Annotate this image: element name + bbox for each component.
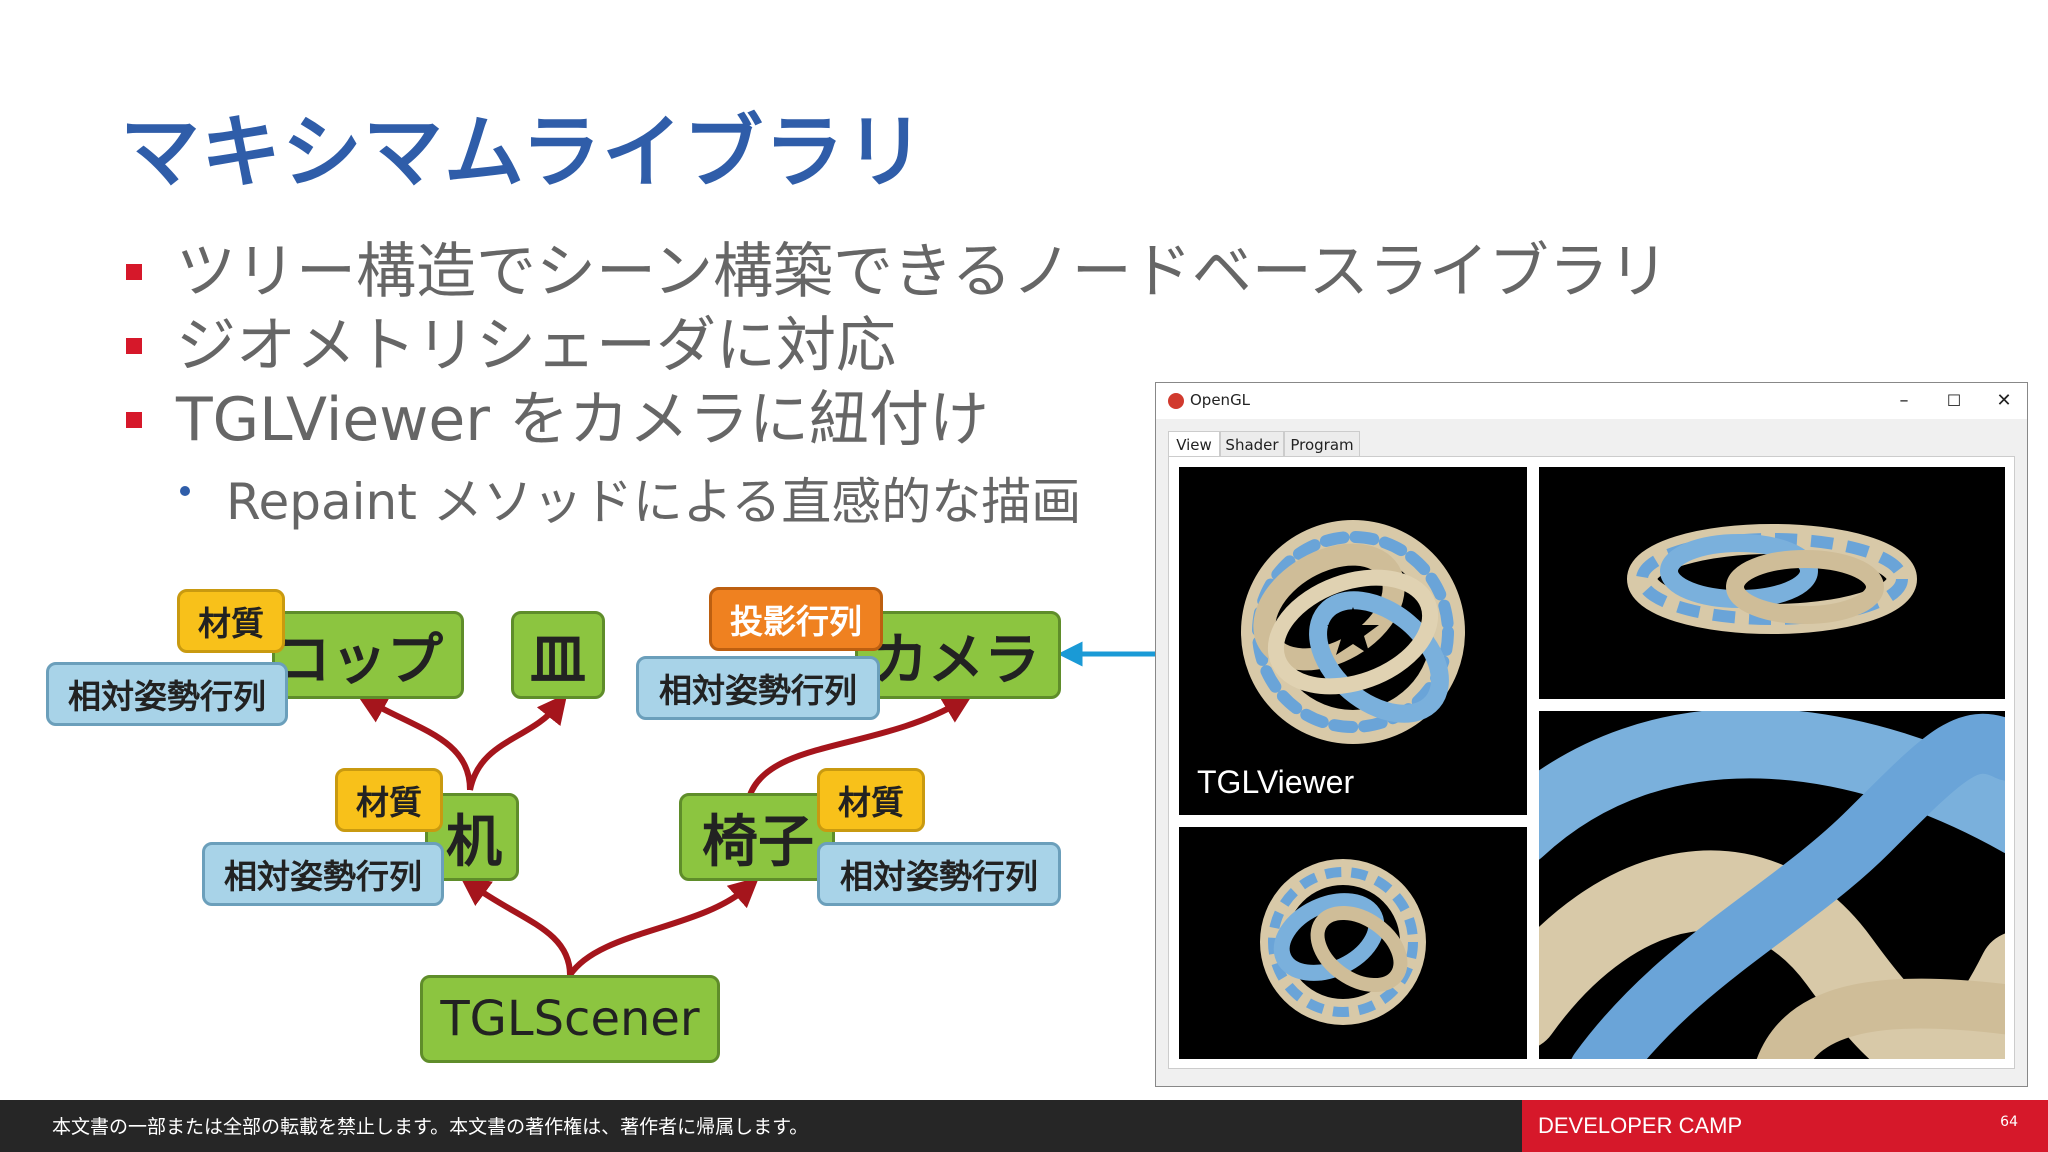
torus-knot-render [1627,524,1917,634]
viewport-bottom-left[interactable] [1179,827,1527,1059]
torus-knot-render [1260,859,1426,1025]
opengl-window: OpenGL – ☐ ✕ View Shader Program TGLView… [1155,382,2028,1087]
slide-title: マキシマムライブラリ [120,106,926,199]
bullet-text: ジオメトリシェーダに対応 [176,311,896,381]
node-camera-matrix: 相対姿勢行列 [636,656,880,720]
view-tab-pane: TGLViewer [1168,456,2015,1069]
tab-view[interactable]: View [1168,431,1220,457]
viewport-main[interactable]: TGLViewer [1179,467,1527,815]
tab-shader[interactable]: Shader [1220,431,1284,457]
bullet-marker [126,338,142,354]
arrow-root-to-chair [567,877,760,977]
tab-program[interactable]: Program [1284,431,1360,457]
node-chair-matrix: 相対姿勢行列 [817,842,1061,906]
bullet-marker [126,412,142,428]
node-chair-material: 材質 [817,768,925,832]
window-title: OpenGL [1190,391,1251,409]
page-number: 64 [2000,1114,2018,1130]
node-chair: 椅子 [679,793,835,881]
copyright-notice: 本文書の一部または全部の転載を禁止します。本文書の著作権は、著作者に帰属します。 [52,1116,809,1138]
bullet-marker [126,264,142,280]
minimize-icon[interactable]: – [1899,390,1909,411]
app-icon [1168,393,1184,409]
node-camera: カメラ [855,611,1061,699]
viewport-top-right[interactable] [1539,467,2005,699]
torus-knot-closeup-render [1539,711,2005,1059]
node-cup-material: 材質 [177,589,285,653]
viewport-bottom-right[interactable] [1539,711,2005,1059]
brand-label: DEVELOPER CAMP [1538,1113,1743,1138]
arrow-desk-to-plate [467,693,568,791]
slide-footer: 本文書の一部または全部の転載を禁止します。本文書の著作権は、著作者に帰属します。… [0,1100,2048,1152]
node-plate: 皿 [511,611,605,699]
node-desk-material: 材質 [335,768,443,832]
node-camera-projection: 投影行列 [709,587,883,651]
bullet-text: TGLViewer をカメラに紐付け [176,385,990,455]
brand-banner: DEVELOPER CAMP 64 [1522,1100,2048,1152]
close-icon[interactable]: ✕ [1996,390,2012,411]
node-cup-matrix: 相対姿勢行列 [46,662,288,726]
node-desk-matrix: 相対姿勢行列 [202,842,444,906]
node-desk: 机 [425,793,519,881]
torus-knot-render [1241,520,1465,744]
node-root-scener: TGLScener [420,975,720,1063]
maximize-icon[interactable]: ☐ [1946,391,1962,410]
viewport-label: TGLViewer [1197,764,1355,800]
arrow-root-to-desk [459,876,573,976]
sub-bullet-text: Repaint メソッドによる直感的な描画 [226,473,1082,531]
node-cup: コップ [272,611,464,699]
bullet-text: ツリー構造でシーン構築できるノードベースライブラリ [176,237,1669,307]
window-titlebar: OpenGL – ☐ ✕ [1156,383,2027,419]
sub-bullet-marker [180,486,190,496]
